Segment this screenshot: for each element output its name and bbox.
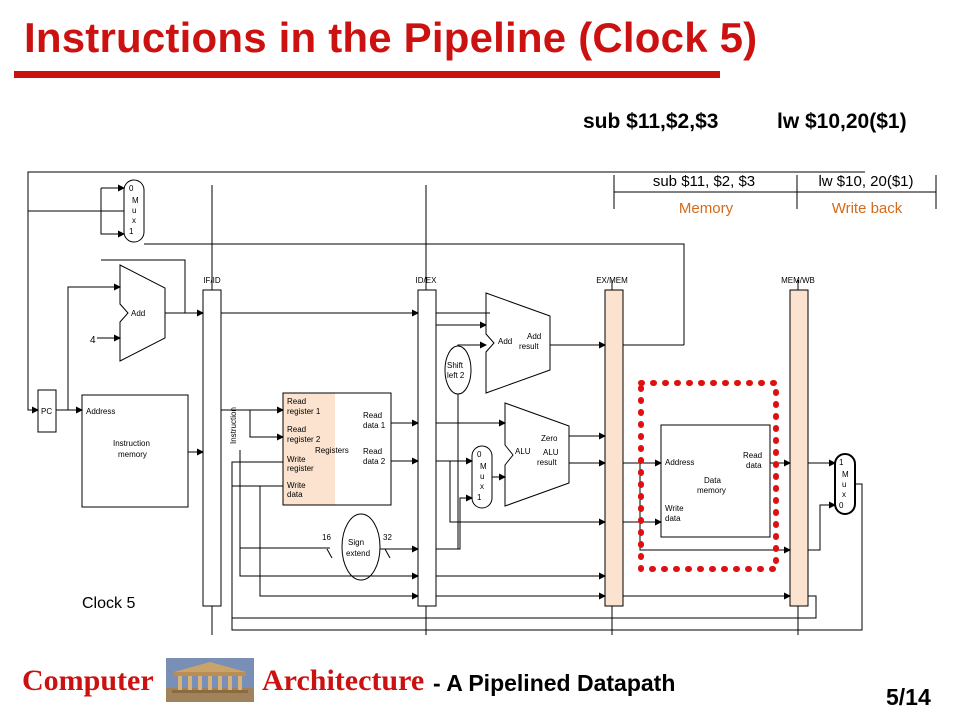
id-ex-register bbox=[417, 289, 437, 607]
register-file: Read register 1 Read register 2 Write re… bbox=[282, 392, 392, 506]
svg-text:data 1: data 1 bbox=[363, 421, 386, 430]
svg-text:Read: Read bbox=[287, 425, 306, 434]
pc-adder: Add bbox=[119, 264, 166, 362]
branch-adder: Add Add result bbox=[485, 292, 551, 394]
alu: ALU Zero ALU result bbox=[504, 402, 570, 507]
svg-text:Address: Address bbox=[86, 407, 115, 416]
svg-text:Data: Data bbox=[704, 476, 721, 485]
svg-text:result: result bbox=[537, 458, 557, 467]
constant-four: 4 bbox=[90, 335, 96, 346]
svg-text:Sign: Sign bbox=[348, 538, 364, 547]
wb-stage-instruction: lw $10,20($1) bbox=[777, 110, 907, 133]
pipelined-datapath-diagram: sub $11, $2, $3 lw $10, 20($1) Memory Wr… bbox=[27, 171, 937, 635]
parthenon-logo-image bbox=[166, 658, 254, 702]
datapath-wires bbox=[27, 171, 865, 631]
svg-text:32: 32 bbox=[383, 533, 392, 542]
svg-text:Write: Write bbox=[665, 504, 684, 513]
header-instruction-2: lw $10, 20($1) bbox=[818, 173, 913, 190]
svg-text:Write: Write bbox=[287, 455, 306, 464]
page-number: 5/14 bbox=[886, 684, 931, 710]
svg-text:data 2: data 2 bbox=[363, 457, 386, 466]
svg-text:register 1: register 1 bbox=[287, 407, 321, 416]
svg-text:u: u bbox=[842, 480, 846, 489]
svg-text:M: M bbox=[842, 470, 849, 479]
svg-text:Read: Read bbox=[363, 411, 382, 420]
footer-course-word-architecture: Architecture bbox=[262, 664, 425, 697]
svg-text:Write: Write bbox=[287, 481, 306, 490]
svg-text:x: x bbox=[132, 216, 136, 225]
svg-text:ALU: ALU bbox=[515, 447, 531, 456]
sign-extend: Sign extend 16 32 bbox=[322, 513, 392, 581]
svg-text:x: x bbox=[480, 482, 484, 491]
svg-text:data: data bbox=[287, 490, 303, 499]
svg-text:Add: Add bbox=[498, 337, 512, 346]
svg-text:data: data bbox=[746, 461, 762, 470]
footer-subtitle: - A Pipelined Datapath bbox=[433, 670, 676, 696]
svg-text:Read: Read bbox=[743, 451, 762, 460]
title-underline bbox=[14, 71, 720, 78]
svg-text:1: 1 bbox=[477, 493, 482, 502]
svg-text:left 2: left 2 bbox=[447, 371, 465, 380]
alu-source-mux: 0 M u x 1 bbox=[471, 445, 493, 509]
svg-text:M: M bbox=[132, 196, 139, 205]
svg-text:data: data bbox=[665, 514, 681, 523]
svg-text:Add: Add bbox=[527, 332, 541, 341]
clock-label: Clock 5 bbox=[82, 595, 135, 612]
svg-text:register: register bbox=[287, 464, 314, 473]
active-stage-highlight bbox=[638, 380, 779, 572]
shift-left-2: Shift left 2 bbox=[444, 345, 472, 395]
svg-text:u: u bbox=[132, 206, 136, 215]
header-instruction-1: sub $11, $2, $3 bbox=[653, 173, 755, 190]
header-stage-memory: Memory bbox=[679, 200, 734, 217]
svg-text:0: 0 bbox=[477, 450, 482, 459]
svg-text:register 2: register 2 bbox=[287, 435, 321, 444]
svg-text:1: 1 bbox=[129, 227, 134, 236]
stage-header: sub $11, $2, $3 lw $10, 20($1) Memory Wr… bbox=[613, 173, 937, 217]
svg-text:result: result bbox=[519, 342, 539, 351]
footer-course-word-computer: Computer bbox=[22, 664, 154, 697]
svg-text:x: x bbox=[842, 490, 846, 499]
slide-title: Instructions in the Pipeline (Clock 5) bbox=[24, 14, 758, 61]
svg-text:Zero: Zero bbox=[541, 434, 558, 443]
svg-text:M: M bbox=[480, 462, 487, 471]
pc-label: PC bbox=[41, 407, 52, 416]
svg-text:1: 1 bbox=[839, 458, 844, 467]
svg-text:Read: Read bbox=[363, 447, 382, 456]
svg-text:ALU: ALU bbox=[543, 448, 559, 457]
svg-text:Address: Address bbox=[665, 458, 694, 467]
header-stage-writeback: Write back bbox=[832, 200, 903, 217]
svg-text:0: 0 bbox=[129, 184, 134, 193]
data-memory: Address Read data Data memory Write data bbox=[660, 424, 771, 538]
writeback-mux: 1 M u x 0 bbox=[834, 453, 856, 515]
svg-text:memory: memory bbox=[118, 450, 147, 459]
instruction-wire-label: Instruction bbox=[229, 407, 238, 444]
svg-text:Registers: Registers bbox=[315, 446, 349, 455]
svg-text:memory: memory bbox=[697, 486, 726, 495]
svg-text:u: u bbox=[480, 472, 484, 481]
instruction-memory: Address Instruction memory bbox=[81, 394, 189, 508]
svg-text:Shift: Shift bbox=[447, 361, 464, 370]
svg-text:Add: Add bbox=[131, 309, 145, 318]
ex-mem-register bbox=[604, 289, 624, 607]
mem-stage-instruction: sub $11,$2,$3 bbox=[583, 110, 719, 133]
pc-source-mux: 0 M u x 1 bbox=[123, 179, 145, 243]
svg-text:16: 16 bbox=[322, 533, 331, 542]
svg-text:0: 0 bbox=[839, 501, 844, 510]
svg-text:Read: Read bbox=[287, 397, 306, 406]
svg-text:extend: extend bbox=[346, 549, 370, 558]
mem-wb-register bbox=[789, 289, 809, 607]
if-id-register bbox=[202, 289, 222, 607]
svg-text:Instruction: Instruction bbox=[113, 439, 150, 448]
